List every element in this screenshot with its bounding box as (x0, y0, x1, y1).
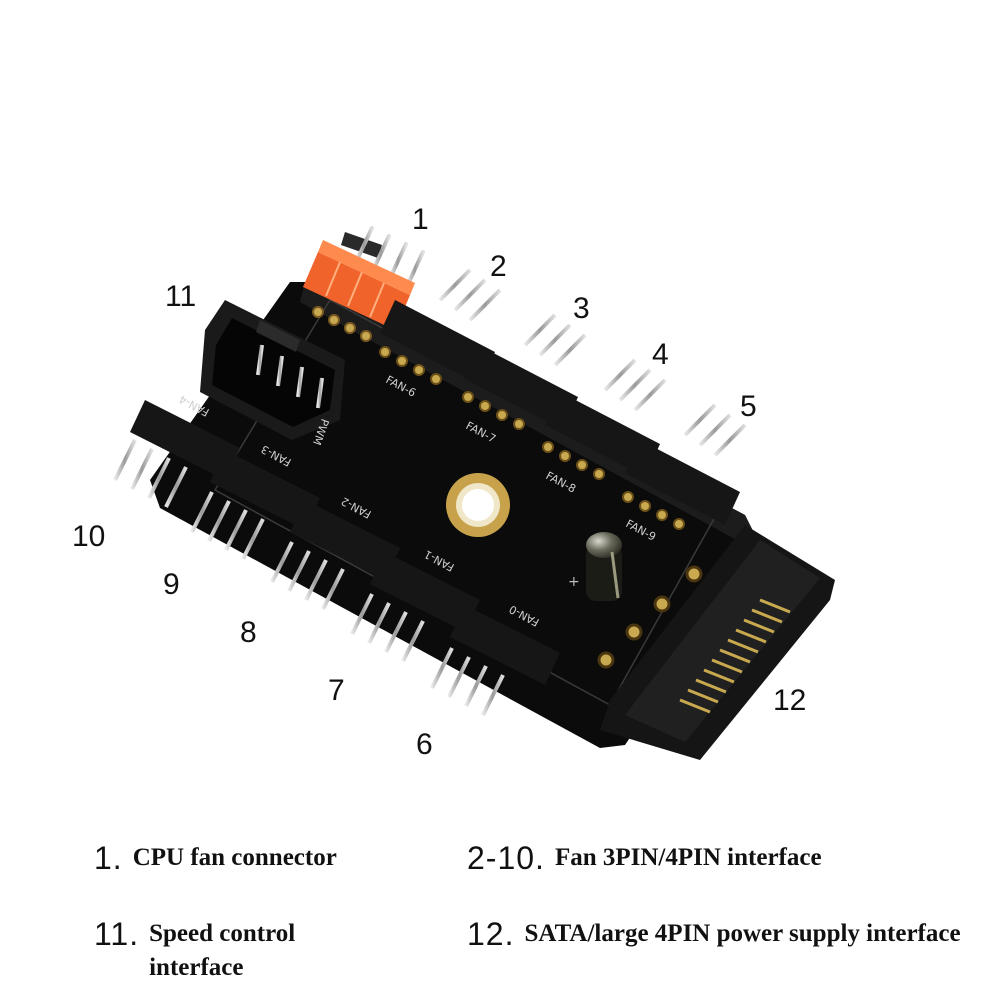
callout-8: 8 (240, 616, 257, 649)
legend-text: CPU fan connector (132, 844, 337, 871)
callout-4: 4 (652, 338, 669, 371)
callout-3: 3 (573, 292, 590, 325)
legend-item-1: 1. CPU fan connector (94, 842, 337, 875)
product-photo: + PWM (113, 226, 835, 760)
legend-number: 11. (94, 916, 140, 952)
legend-number: 12. (467, 916, 515, 952)
legend-text: Fan 3PIN/4PIN interface (554, 844, 822, 871)
solder-pads (597, 565, 703, 669)
legend-item-12: 12. SATA/large 4PIN power supply interfa… (467, 918, 974, 951)
capacitor: + (568, 532, 622, 601)
mounting-hole (446, 473, 510, 537)
sata-power-connector (600, 525, 835, 760)
capacitor-polarity-label: + (568, 574, 580, 590)
legend-item-11: 11. Speed control interface (94, 918, 369, 985)
callout-12: 12 (773, 684, 807, 717)
fan4-silkscreen-label: FAN-4 (177, 392, 211, 419)
legend-text: SATA/large 4PIN power supply interface (524, 920, 961, 947)
callout-1: 1 (412, 203, 429, 236)
legend-number: 1. (94, 840, 123, 876)
callout-11: 11 (165, 280, 197, 313)
callout-7: 7 (328, 674, 345, 707)
callout-6: 6 (416, 728, 433, 761)
callout-10: 10 (72, 520, 106, 553)
cpu-fan-connector (303, 226, 425, 342)
callout-2: 2 (490, 250, 507, 283)
pwm-speed-control-connector: PWM (200, 300, 345, 447)
callout-9: 9 (163, 568, 180, 601)
legend-item-2-10: 2-10. Fan 3PIN/4PIN interface (467, 842, 822, 875)
legend-number: 2-10. (467, 840, 545, 876)
callout-5: 5 (740, 390, 757, 423)
legend-text: Speed control interface (149, 920, 296, 981)
